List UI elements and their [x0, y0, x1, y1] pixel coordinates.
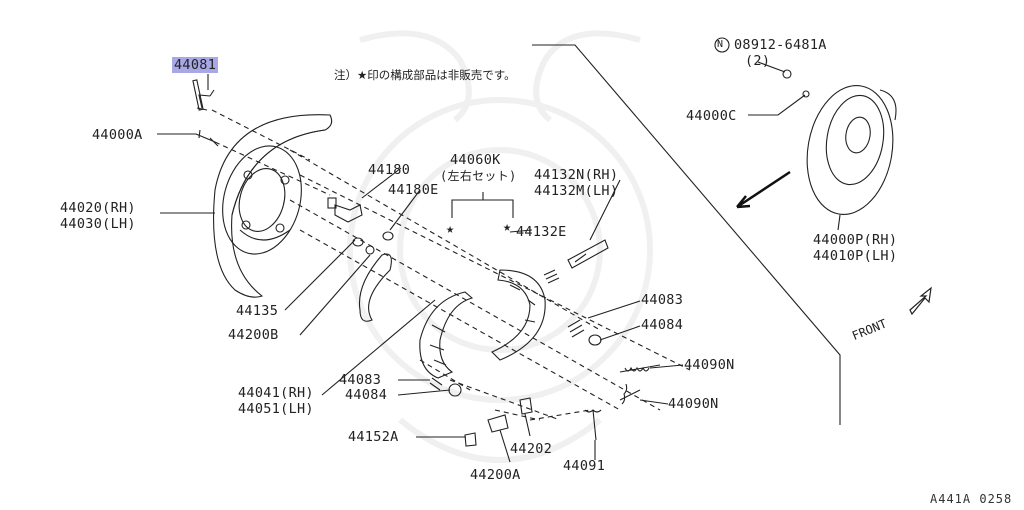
part-label-44010P[interactable]: 44010P(LH) — [813, 248, 898, 264]
leader-lines — [157, 61, 841, 463]
star-marker-right: ★ — [503, 219, 512, 235]
watermark-emblem — [347, 30, 653, 463]
direction-arrow — [736, 170, 791, 209]
part-label-44090N-lower[interactable]: 44090N — [668, 396, 719, 412]
part-label-44060K[interactable]: 44060K — [450, 152, 501, 168]
lever-44200B-drawing — [358, 253, 392, 322]
part-label-44084-right[interactable]: 44084 — [641, 317, 684, 333]
star-marker-left: ★ — [446, 221, 455, 237]
part-label-44091[interactable]: 44091 — [563, 458, 606, 474]
part-label-44051[interactable]: 44051(LH) — [238, 401, 314, 417]
part-label-44084-left[interactable]: 44084 — [345, 387, 388, 403]
part-label-44200A[interactable]: 44200A — [470, 467, 521, 483]
part-label-44060K-set: (左右セット) — [440, 169, 517, 183]
front-arrow-icon — [909, 286, 932, 316]
n-circle-symbol: N — [717, 39, 724, 50]
brake-shoe-right-drawing — [491, 269, 546, 361]
part-label-44132M[interactable]: 44132M(LH) — [534, 183, 619, 199]
highlighted-part-number[interactable]: 44081 — [172, 57, 219, 73]
part-label-44180[interactable]: 44180 — [368, 162, 411, 178]
part-label-44152A[interactable]: 44152A — [348, 429, 399, 445]
part-label-44083-left[interactable]: 44083 — [339, 372, 382, 388]
part-label-08912[interactable]: 08912-6481A — [734, 37, 827, 53]
part-label-44200B[interactable]: 44200B — [228, 327, 279, 343]
divider-line — [532, 44, 841, 425]
part-label-44000P[interactable]: 44000P(RH) — [813, 232, 898, 248]
part-label-08912-qty: (2) — [745, 53, 771, 69]
part-label-44180E[interactable]: 44180E — [388, 182, 439, 198]
part-label-44081[interactable]: 44081 — [172, 57, 219, 73]
diagram-reference: A441A 0258 — [930, 492, 1013, 506]
part-label-44202[interactable]: 44202 — [510, 441, 553, 457]
part-label-44132E[interactable]: 44132E — [516, 224, 567, 240]
non-sale-note: 注）★印の構成部品は非販売です。 — [334, 68, 516, 82]
part-label-44135[interactable]: 44135 — [236, 303, 279, 319]
backing-plate-right-drawing — [806, 85, 897, 215]
part-label-44083-right[interactable]: 44083 — [641, 292, 684, 308]
brake-shoe-left-drawing — [419, 291, 474, 379]
part-label-44000A[interactable]: 44000A — [92, 127, 143, 143]
part-label-44041[interactable]: 44041(RH) — [238, 385, 314, 401]
part-label-44090N-upper[interactable]: 44090N — [684, 357, 735, 373]
part-label-44020[interactable]: 44020(RH) — [60, 200, 136, 216]
backing-plate-drawing — [213, 114, 333, 298]
part-label-44132N[interactable]: 44132N(RH) — [534, 167, 619, 183]
part-label-44030[interactable]: 44030(LH) — [60, 216, 136, 232]
part-label-44000C[interactable]: 44000C — [686, 108, 737, 124]
assembly-lines — [211, 109, 691, 421]
